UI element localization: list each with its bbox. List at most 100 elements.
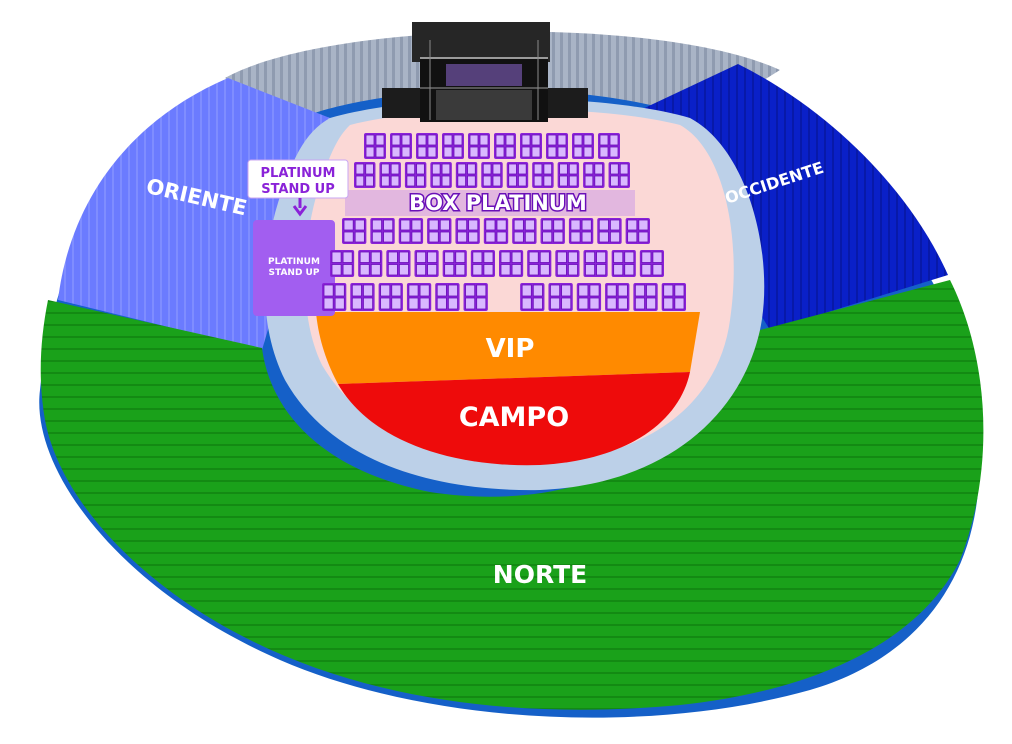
- box-seat: [513, 231, 524, 243]
- box-seat: [457, 175, 466, 187]
- box-seat: [589, 297, 600, 310]
- box-seat: [524, 231, 535, 243]
- box-seat: [351, 284, 362, 297]
- box-seat: [542, 219, 553, 231]
- box-seat: [331, 251, 342, 263]
- box-seat: [596, 251, 607, 263]
- box-seat: [365, 146, 375, 158]
- box-seat: [598, 219, 609, 231]
- box-seat: [624, 251, 635, 263]
- box-seat: [641, 264, 652, 276]
- box-seat: [381, 175, 390, 187]
- section-vip[interactable]: [316, 312, 700, 384]
- box-seat: [613, 251, 624, 263]
- box-seat: [610, 175, 619, 187]
- box-seat: [634, 284, 645, 297]
- box-seat: [469, 146, 479, 158]
- box-seat: [505, 146, 515, 158]
- box-seat: [359, 264, 370, 276]
- box-seat: [455, 264, 466, 276]
- box-seat: [570, 219, 581, 231]
- box-seat: [465, 284, 476, 297]
- box-seat: [383, 231, 394, 243]
- box-platinum-label-band: [345, 190, 635, 216]
- box-seat: [483, 264, 494, 276]
- box-seat: [354, 231, 365, 243]
- box-seat: [355, 175, 365, 187]
- box-seat: [323, 297, 334, 310]
- box-seat: [638, 231, 649, 243]
- box-seat: [568, 163, 578, 175]
- box-seat: [419, 284, 430, 297]
- box-seat: [391, 146, 401, 158]
- box-seat: [646, 284, 657, 297]
- box-seat: [390, 163, 400, 175]
- box-seat: [638, 219, 649, 231]
- box-seat: [532, 297, 543, 310]
- box-seat: [447, 284, 458, 297]
- box-seat: [431, 175, 441, 187]
- box-seat: [594, 175, 603, 187]
- box-seat: [619, 175, 629, 187]
- box-seat: [568, 175, 578, 187]
- box-seat: [578, 297, 589, 310]
- section-platinum-stand-up[interactable]: [253, 220, 335, 316]
- box-seat: [342, 251, 353, 263]
- box-seat: [467, 163, 476, 175]
- box-seat: [553, 219, 564, 231]
- box-seat: [598, 231, 609, 243]
- box-seat: [599, 134, 609, 146]
- box-seat: [652, 264, 663, 276]
- box-seat: [570, 231, 581, 243]
- section-norte[interactable]: [40, 280, 984, 710]
- box-seat: [436, 297, 447, 310]
- box-seat: [663, 284, 674, 297]
- label-platinum-stand-up-1: PLATINUM: [268, 257, 320, 267]
- box-seat: [584, 163, 594, 175]
- box-seat: [455, 251, 466, 263]
- box-seat: [371, 219, 382, 231]
- box-seat: [380, 297, 391, 310]
- box-seat: [431, 163, 441, 175]
- box-seat: [468, 219, 479, 231]
- box-seat: [399, 264, 409, 276]
- section-campo[interactable]: [338, 372, 690, 466]
- box-seat: [532, 284, 543, 297]
- box-seat: [508, 163, 517, 175]
- box-seat: [443, 134, 453, 146]
- box-seat: [427, 251, 438, 263]
- box-seat: [363, 284, 374, 297]
- box-seat: [419, 297, 430, 310]
- box-seat: [427, 134, 437, 146]
- box-seat: [556, 251, 567, 263]
- box-seat: [365, 134, 375, 146]
- box-seat: [363, 297, 374, 310]
- box-seat: [610, 219, 621, 231]
- box-seat: [443, 146, 453, 158]
- box-seat: [387, 264, 398, 276]
- section-occidente[interactable]: [636, 64, 948, 330]
- box-seat: [634, 297, 645, 310]
- section-box-platinum[interactable]: [322, 133, 686, 311]
- label-platinum-stand-up-2: STAND UP: [269, 268, 320, 278]
- box-seat: [417, 146, 427, 158]
- box-seat: [492, 163, 502, 175]
- box-seat: [476, 297, 487, 310]
- box-seat: [539, 251, 550, 263]
- box-seat: [531, 146, 541, 158]
- callout-line2: STAND UP: [261, 182, 335, 197]
- box-seat: [561, 297, 572, 310]
- box-seat: [359, 251, 370, 263]
- box-seat: [401, 134, 411, 146]
- box-seat: [400, 219, 411, 231]
- box-seat: [674, 297, 685, 310]
- box-seat: [624, 264, 635, 276]
- box-seat: [581, 219, 592, 231]
- box-seat: [496, 219, 507, 231]
- box-seat: [453, 146, 463, 158]
- box-seat: [619, 163, 629, 175]
- box-seat: [323, 284, 334, 297]
- box-seat: [613, 264, 624, 276]
- box-seat: [553, 231, 564, 243]
- box-seat: [406, 163, 416, 175]
